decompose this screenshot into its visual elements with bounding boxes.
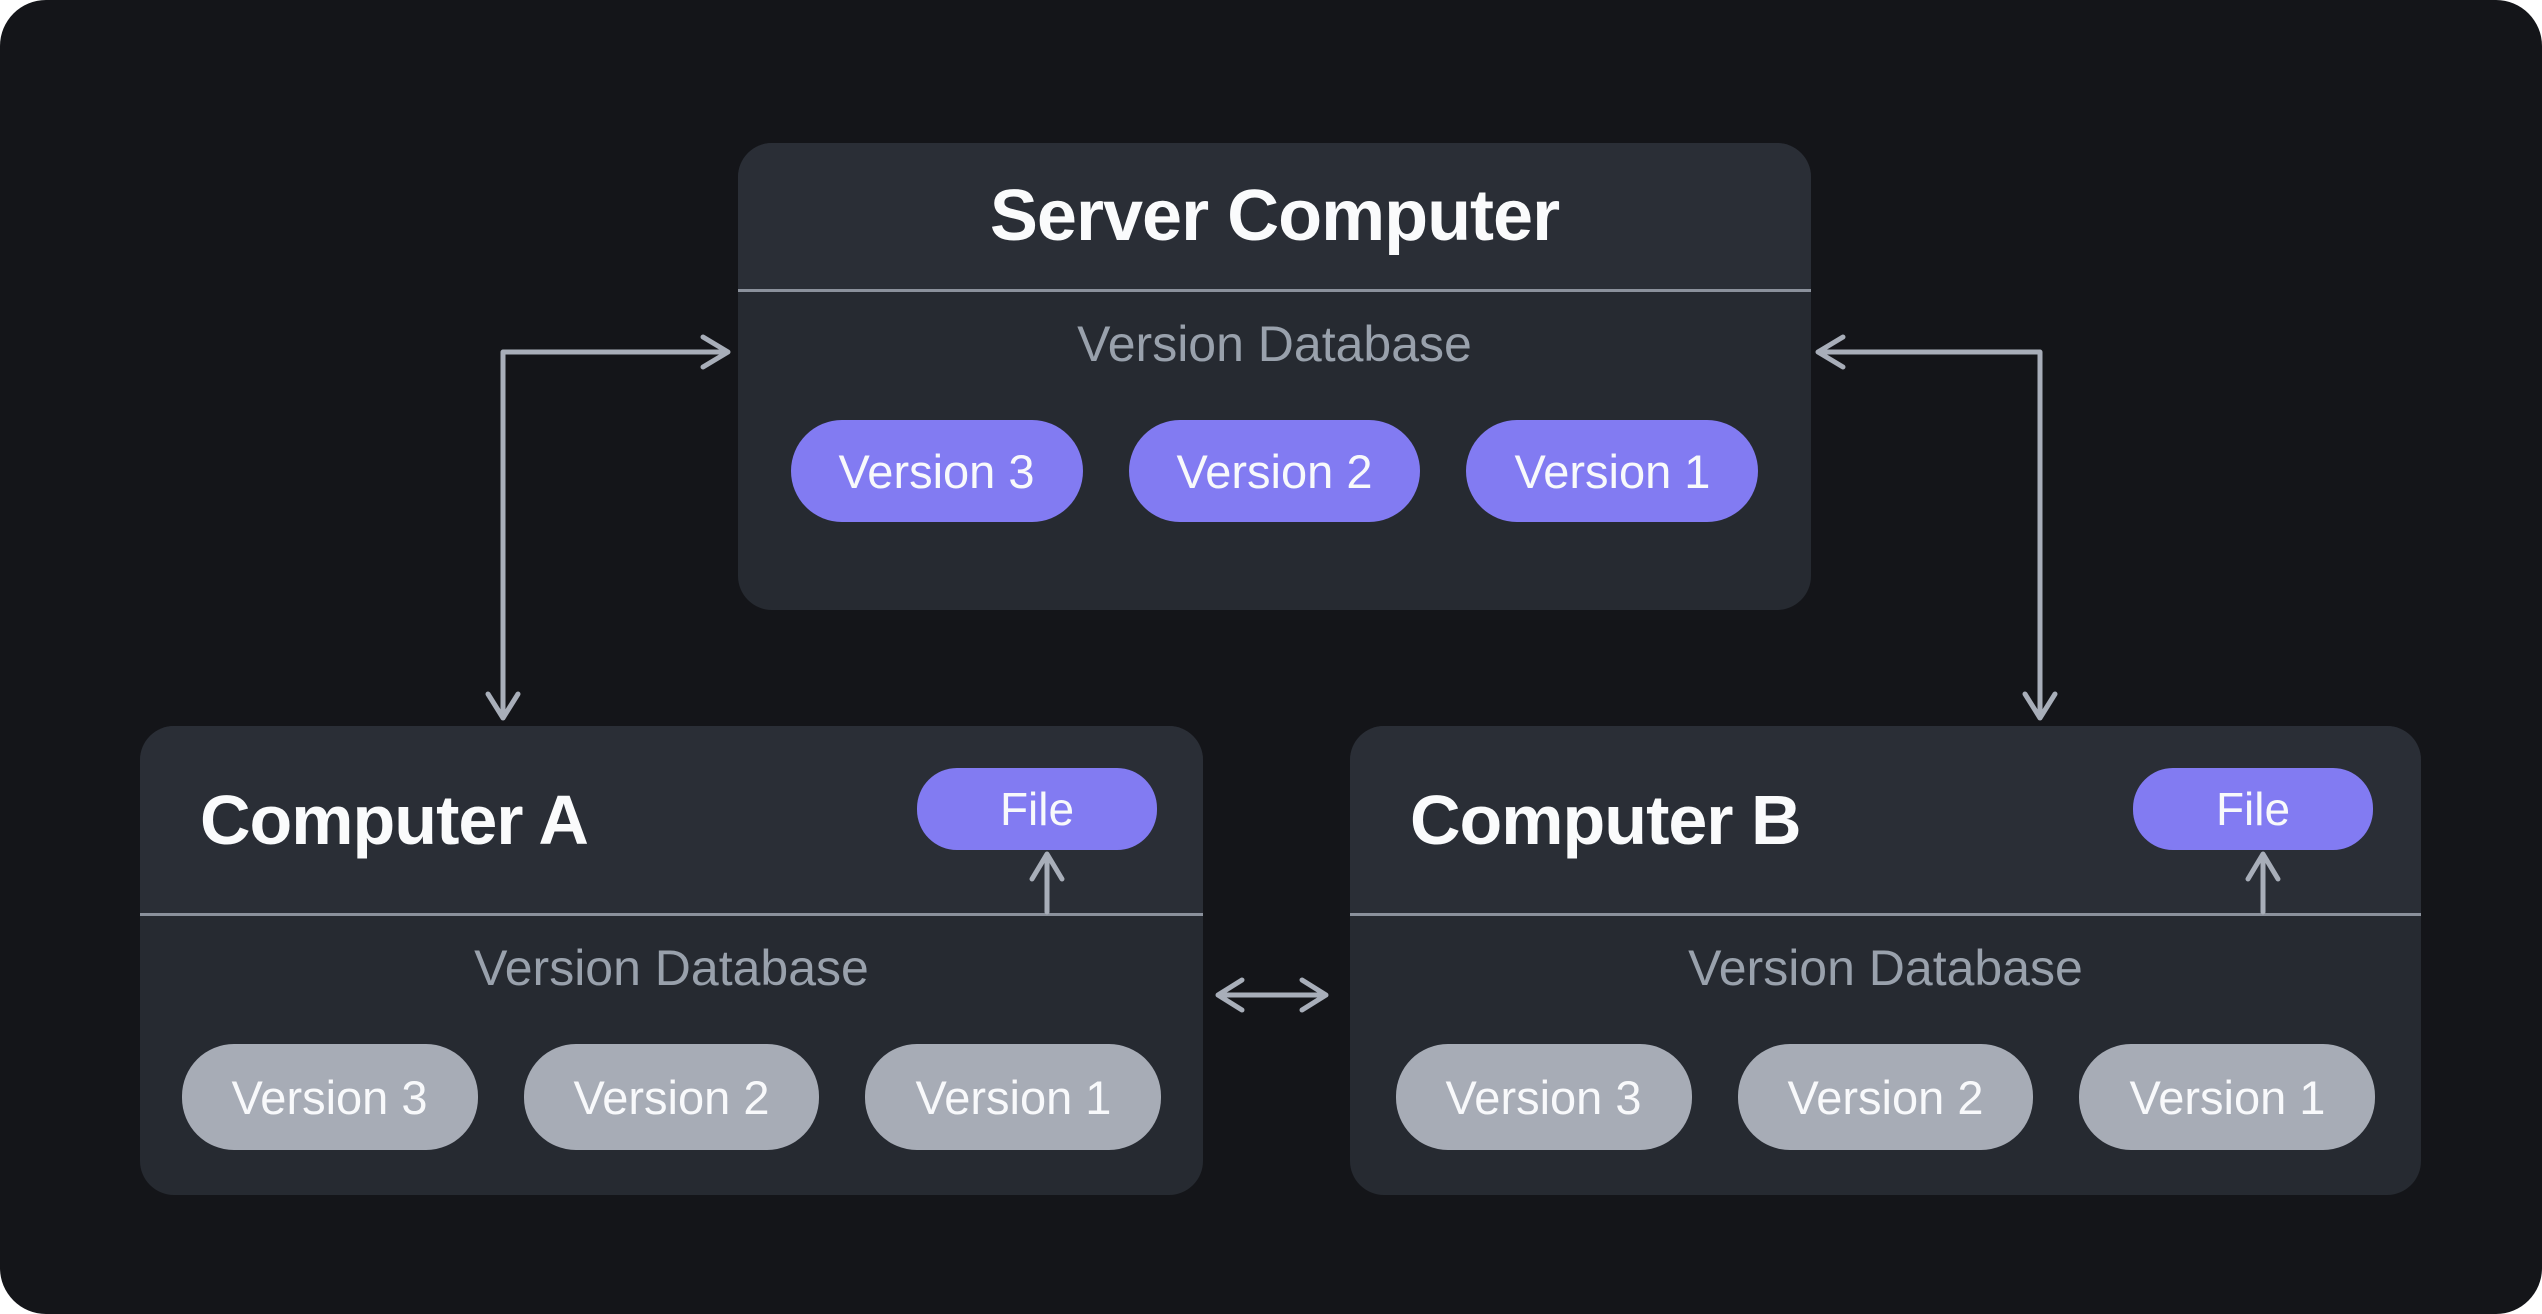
computer-b-version-database-label: Version Database (1688, 940, 2083, 996)
arrow-server-computer-b (1815, 334, 2058, 721)
version-pill: Version 3 (181, 1044, 478, 1150)
version-pill: Version 1 (1466, 420, 1759, 522)
computer-a-divider (140, 913, 1203, 916)
computer-a-node-header: Computer A (140, 726, 1203, 913)
server-node-title: Server Computer (989, 176, 1560, 256)
file-pill: File (2133, 768, 2373, 850)
server-version-database-label: Version Database (1077, 316, 1472, 372)
computer-b-divider (1350, 913, 2421, 916)
computer-a-node: Computer A File Version Database Version… (140, 726, 1203, 1195)
computer-a-node-body: Version Database Version 3 Version 2 Ver… (140, 916, 1203, 1150)
version-pill: Version 1 (865, 1044, 1162, 1150)
arrow-server-computer-a (485, 334, 731, 721)
computer-b-node: Computer B File Version Database Version… (1350, 726, 2421, 1195)
server-node-body: Version Database Version 3 Version 2 Ver… (738, 292, 1811, 522)
version-pill: Version 2 (523, 1044, 820, 1150)
version-pill: Version 3 (1395, 1044, 1692, 1150)
computer-b-node-body: Version Database Version 3 Version 2 Ver… (1350, 916, 2421, 1150)
computer-a-version-pill-row: Version 3 Version 2 Version 1 (181, 1044, 1162, 1150)
server-divider (738, 289, 1811, 292)
version-pill: Version 2 (1128, 420, 1421, 522)
version-pill: Version 1 (2079, 1044, 2376, 1150)
arrow-sync-a-b (1215, 977, 1329, 1013)
computer-a-node-title: Computer A (200, 780, 589, 859)
version-pill: Version 3 (790, 420, 1083, 522)
server-computer-node: Server Computer Version Database Version… (738, 143, 1811, 610)
server-version-pill-row: Version 3 Version 2 Version 1 (790, 420, 1759, 522)
computer-a-version-database-label: Version Database (474, 940, 869, 996)
server-node-header: Server Computer (738, 143, 1811, 289)
computer-b-node-title: Computer B (1410, 780, 1802, 859)
version-pill: Version 2 (1737, 1044, 2034, 1150)
computer-b-version-pill-row: Version 3 Version 2 Version 1 (1395, 1044, 2376, 1150)
file-pill: File (917, 768, 1157, 850)
